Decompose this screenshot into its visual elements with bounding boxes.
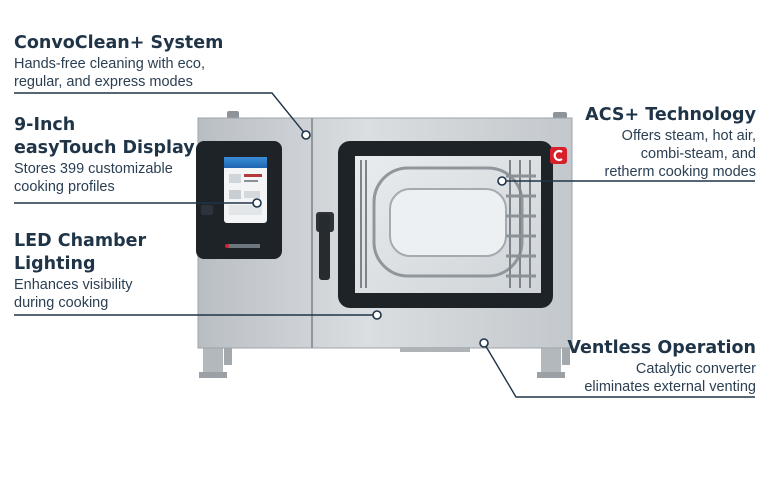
callout-desc-line: cooking profiles — [14, 179, 115, 195]
callout-title: LED Chamber — [14, 231, 147, 251]
callout-dot-icon — [301, 130, 311, 140]
drip-tray — [400, 347, 470, 352]
callout-desc-line: Enhances visibility — [14, 277, 133, 293]
callout-acs: ACS+ Technology Offers steam, hot air, c… — [585, 104, 756, 181]
convotherm-c-logo-icon — [550, 147, 567, 164]
callout-desc-line: retherm cooking modes — [604, 164, 756, 180]
callout-title: ACS+ Technology — [585, 105, 756, 125]
callout-desc-line: during cooking — [14, 295, 109, 311]
control-panel — [196, 141, 282, 259]
callout-display: 9-Inch easyTouch Display Stores 399 cust… — [14, 114, 195, 196]
callout-title: Ventless Operation — [567, 338, 756, 358]
leader-lines — [14, 92, 755, 398]
top-vent-right — [553, 112, 567, 119]
callout-desc-line: Catalytic converter — [635, 361, 756, 377]
callout-title: 9-Inch — [14, 115, 76, 135]
callout-dot-icon — [252, 198, 262, 208]
callout-dot-icon — [497, 176, 507, 186]
door-handle-icon — [316, 212, 334, 280]
callout-desc-line: eliminates external venting — [584, 379, 756, 395]
top-vent-knob — [227, 111, 239, 119]
callout-desc-line: combi-steam, and — [640, 146, 756, 162]
leader-ventless — [483, 342, 755, 398]
callout-dot-icon — [479, 338, 489, 348]
callout-title: Lighting — [14, 254, 96, 274]
callout-desc-line: Hands-free cleaning with eco, — [14, 56, 206, 72]
callout-markers — [252, 130, 507, 348]
callout-ventless: Ventless Operation Catalytic converter e… — [567, 337, 756, 396]
callout-title: ConvoClean+ System — [14, 33, 224, 53]
callout-title: easyTouch Display — [14, 138, 195, 158]
callout-convoclean: ConvoClean+ System Hands-free cleaning w… — [14, 32, 223, 91]
callout-lighting: LED Chamber Lighting Enhances visibility… — [14, 230, 146, 312]
callout-desc-line: regular, and express modes — [14, 74, 193, 90]
callout-dot-icon — [372, 310, 382, 320]
callout-desc-line: Offers steam, hot air, — [621, 128, 756, 144]
callout-desc-line: Stores 399 customizable — [14, 161, 173, 177]
oven-feet — [199, 345, 570, 378]
leader-convoclean — [14, 92, 307, 136]
oven-window — [338, 141, 553, 308]
